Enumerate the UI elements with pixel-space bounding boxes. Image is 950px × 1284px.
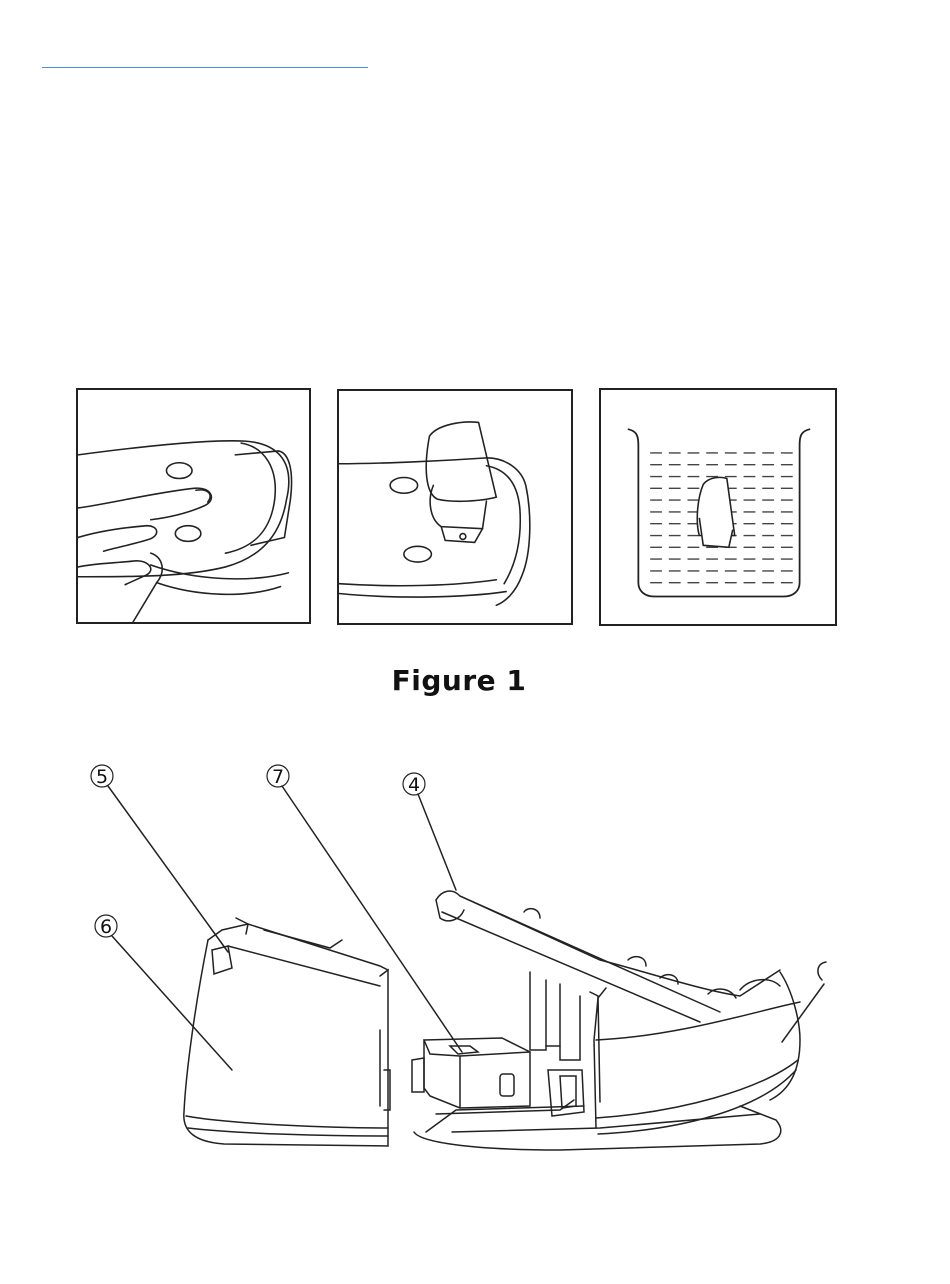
callout-5: 5 (96, 766, 108, 788)
step-panel-press (76, 388, 311, 624)
callout-4: 4 (408, 774, 420, 796)
callout-6: 6 (100, 916, 112, 938)
header-rule (42, 67, 368, 68)
lid-open-icon (339, 391, 571, 623)
hand-pressing-icon (78, 390, 309, 622)
figure-caption: Figure 1 (0, 664, 918, 697)
step-panel-lift (337, 389, 573, 625)
step-panel-soak (599, 388, 837, 626)
exploded-assembly-diagram: 5 7 4 6 (0, 740, 950, 1180)
callout-7: 7 (272, 766, 284, 788)
soak-basin-icon (601, 390, 835, 624)
